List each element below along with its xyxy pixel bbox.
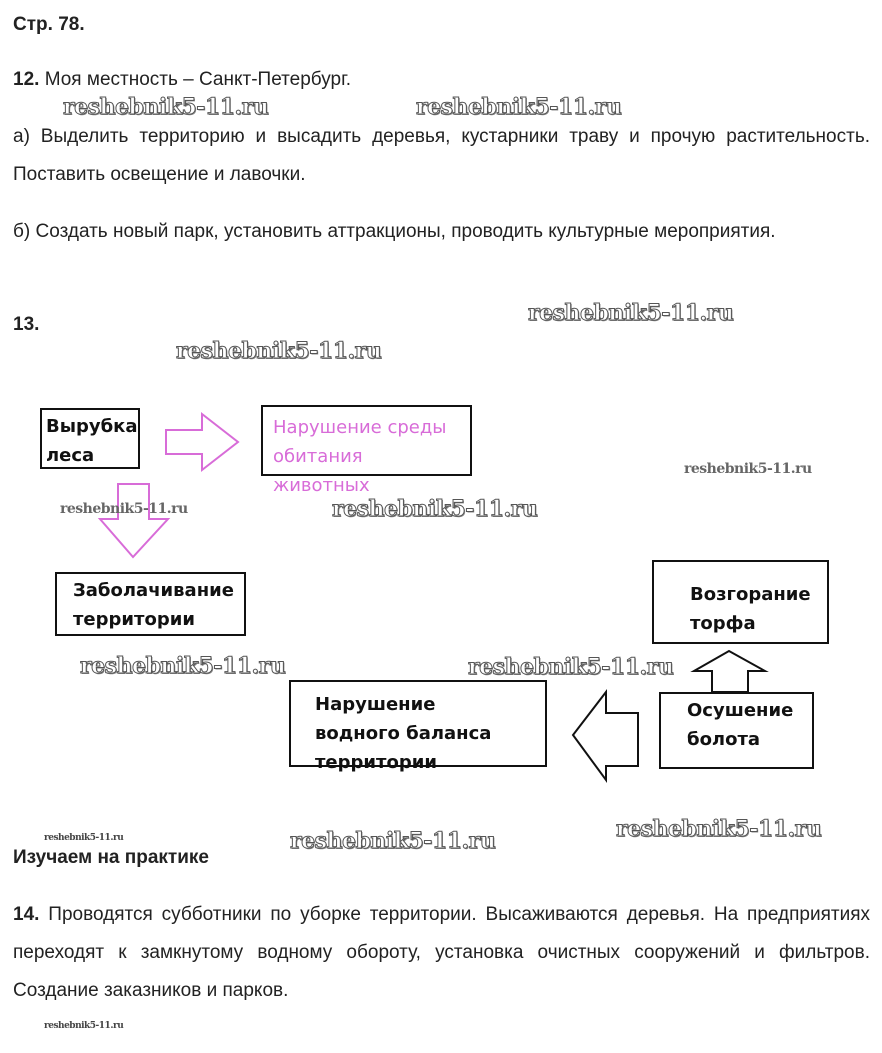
watermark: reshebnik5-11.ru <box>684 461 812 477</box>
section-title: Изучаем на практике <box>13 847 209 868</box>
watermark: reshebnik5-11.ru <box>44 833 124 843</box>
box-peat-fire: Возгорание торфа <box>652 560 829 644</box>
page-label: Стр. 78. <box>13 14 85 35</box>
task12-answer-a: а) Выделить территорию и высадить деревь… <box>13 126 870 185</box>
arrow-up-icon <box>690 649 769 693</box>
box-habitat: Нарушение среды обитания животных <box>261 405 472 496</box>
arrow-left-icon <box>571 689 639 784</box>
arrow-right-icon <box>165 411 240 473</box>
task13-number: 13. <box>13 314 40 335</box>
task12-answer-b: б) Создать новый парк, установить аттрак… <box>13 221 776 242</box>
watermark: reshebnik5-11.ru <box>44 1021 124 1031</box>
task-number: 14. <box>13 904 40 925</box>
task12-heading: 12. Моя местность – Санкт-Петербург. <box>13 61 351 99</box>
watermark: reshebnik5-11.ru <box>175 338 382 364</box>
box-cutting: Вырубка леса <box>40 408 140 469</box>
box-water-balance: Нарушение водного баланса территории <box>289 680 547 773</box>
watermark: reshebnik5-11.ru <box>60 501 188 517</box>
watermark: reshebnik5-11.ru <box>527 300 734 326</box>
box-draining: Осушение болота <box>659 692 814 769</box>
watermark: reshebnik5-11.ru <box>331 496 538 522</box>
watermark: reshebnik5-11.ru <box>415 94 622 120</box>
box-swamping: Заболачивание территории <box>55 572 246 636</box>
task14-answer: 14. Проводятся субботники по уборке терр… <box>13 896 870 1010</box>
watermark: reshebnik5-11.ru <box>615 816 822 842</box>
watermark: reshebnik5-11.ru <box>79 653 286 679</box>
task14-text: Проводятся субботники по уборке территор… <box>13 904 871 1001</box>
watermark: reshebnik5-11.ru <box>62 94 269 120</box>
task-number: 12. <box>13 69 40 90</box>
watermark: reshebnik5-11.ru <box>289 828 496 854</box>
task12-title: Моя местность – Санкт-Петербург. <box>44 69 351 90</box>
arrow-down-icon <box>97 483 171 559</box>
watermark: reshebnik5-11.ru <box>467 654 674 680</box>
